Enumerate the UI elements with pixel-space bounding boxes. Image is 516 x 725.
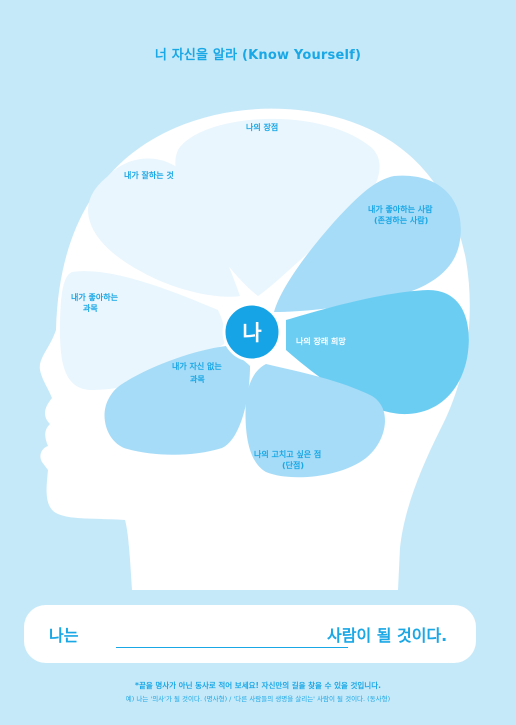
sentence-prefix: 나는 — [49, 626, 79, 645]
petal-strengths — [175, 118, 380, 296]
sentence-suffix: 사람이 될 것이다. — [327, 626, 448, 645]
label-liked-people-1: 내가 좋아하는 사람 — [368, 205, 433, 214]
petal-good-at — [88, 158, 240, 297]
label-liked-subject-2: 과목 — [83, 304, 98, 313]
footer-note: *끝을 명사가 아닌 동사로 적어 보세요! 자신만의 길을 찾을 수 있을 것… — [135, 681, 381, 690]
label-future-hope: 나의 장래 희망 — [296, 337, 346, 346]
label-to-fix-2: (단점) — [282, 461, 305, 470]
label-to-fix-1: 나의 고치고 싶은 점 — [254, 450, 322, 459]
center-circle — [222, 302, 282, 362]
label-strengths: 나의 장점 — [246, 123, 279, 132]
center-label: 나 — [242, 321, 262, 345]
answer-blank-line[interactable] — [116, 647, 348, 648]
petal-to-fix — [245, 364, 385, 478]
petal-liked-people — [274, 175, 461, 312]
label-good-at: 내가 잘하는 것 — [124, 171, 174, 180]
label-weak-subject-1: 내가 자신 없는 — [172, 362, 222, 371]
sentence-bar: 나는 사람이 될 것이다. — [24, 605, 476, 663]
footer-example: 예) 나는 '의사'가 될 것이다. (명사형) / '다른 사람들의 생명을 … — [125, 695, 391, 703]
label-liked-subject-1: 내가 좋아하는 — [71, 293, 118, 302]
label-weak-subject-2: 과목 — [190, 375, 205, 384]
petal-weak-subject — [104, 346, 251, 455]
label-liked-people-2: (존경하는 사람) — [374, 216, 429, 225]
page-title: 너 자신을 알라 (Know Yourself) — [154, 48, 362, 63]
